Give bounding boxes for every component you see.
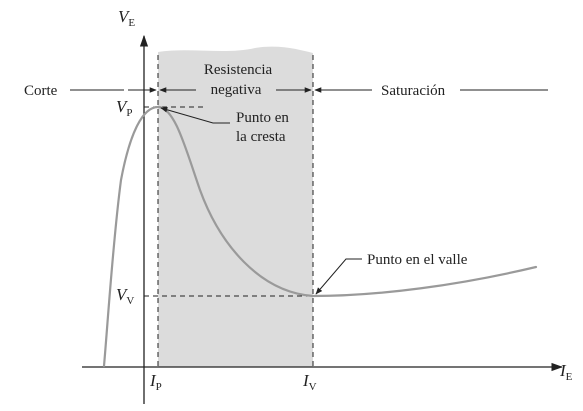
peak-callout-leader bbox=[160, 107, 230, 124]
characteristic-curve bbox=[102, 105, 538, 368]
peak-callout-line1: Punto en bbox=[236, 110, 289, 126]
y-axis-label: VE bbox=[118, 7, 135, 29]
valley-voltage-label: VV bbox=[116, 285, 134, 307]
peak-callout-line2: la cresta bbox=[236, 129, 286, 145]
negative-resistance-label-line1: Resistencia bbox=[204, 62, 273, 78]
peak-voltage-label: VP bbox=[116, 97, 133, 119]
saturation-label: Saturación bbox=[381, 83, 446, 99]
cutoff-label: Corte bbox=[24, 83, 58, 99]
x-axis-label: IE bbox=[559, 361, 573, 383]
valley-current-label: IV bbox=[302, 371, 317, 393]
negative-resistance-region bbox=[158, 46, 313, 368]
valley-callout-leader bbox=[315, 258, 362, 295]
negative-resistance-label-line2: negativa bbox=[211, 82, 262, 98]
valley-callout-label: Punto en el valle bbox=[367, 252, 468, 268]
peak-current-label: IP bbox=[149, 371, 162, 393]
